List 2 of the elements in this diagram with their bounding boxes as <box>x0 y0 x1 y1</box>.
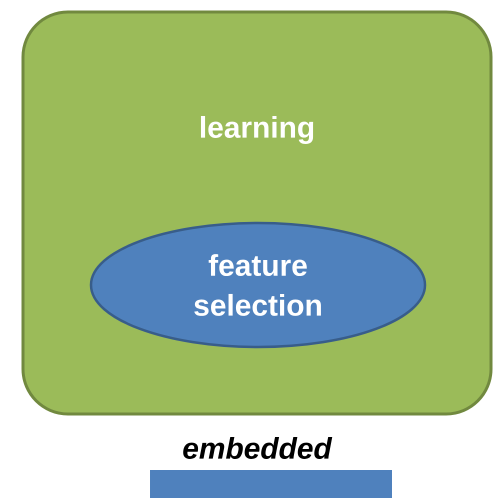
caption: embedded <box>183 437 332 459</box>
bar <box>150 470 392 498</box>
